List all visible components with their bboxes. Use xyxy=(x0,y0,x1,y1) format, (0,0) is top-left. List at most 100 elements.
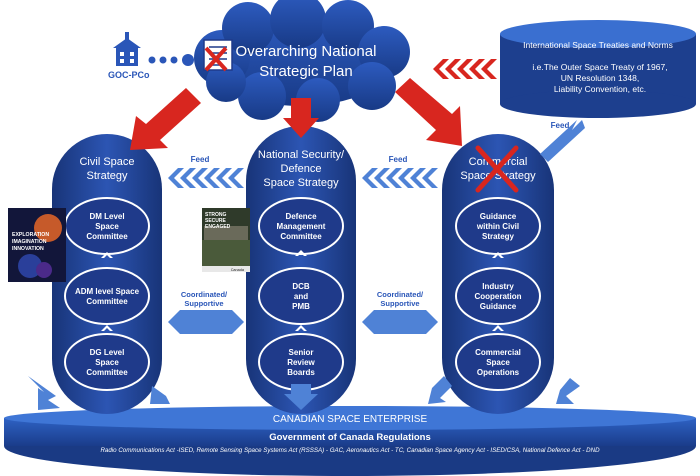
committee-label: Boards xyxy=(287,368,315,377)
committee-label: Management xyxy=(277,222,326,231)
chevron-up-icon xyxy=(295,250,307,256)
committee-label: Space xyxy=(95,358,119,367)
commercial-title-line1: Commercial xyxy=(469,156,528,168)
chevron-up-icon xyxy=(101,325,113,331)
oval-shape xyxy=(64,333,150,391)
feed-diagonal-arrow-icon xyxy=(540,120,585,162)
goc-label: GOC-PCo xyxy=(108,70,150,80)
defence-book-line1: STRONG xyxy=(205,212,227,218)
arrow-down-icon xyxy=(283,98,319,138)
committee-label: Strategy xyxy=(482,232,515,241)
feed-chevrons-right xyxy=(362,168,438,188)
oval-shape xyxy=(455,267,541,325)
oval-shape xyxy=(258,197,344,255)
arrow-down-left-icon xyxy=(556,378,580,404)
arrow-down-left-icon xyxy=(130,88,201,150)
strategic-plan-cloud: Overarching National Strategic Plan xyxy=(194,0,410,122)
defence-book-line3: ENGAGED xyxy=(205,224,231,230)
cloud-title-line2: Strategic Plan xyxy=(259,63,352,80)
red-arrows xyxy=(130,78,462,150)
civil-title-line1: Civil Space xyxy=(79,156,134,168)
cloud-title-line1: Overarching National xyxy=(236,43,377,60)
civil-title-line2: Strategy xyxy=(87,170,128,182)
treaties-line1: i.e.The Outer Space Treaty of 1967, xyxy=(532,62,667,72)
treaties-title: International Space Treaties and Norms xyxy=(523,40,673,50)
coordinated-left-line2: Supportive xyxy=(184,299,223,308)
committee-label: Space xyxy=(95,222,119,231)
regulations-text: Radio Communications Act -ISED, Remote S… xyxy=(100,447,600,454)
coordinated-right-line1: Coordinated/ xyxy=(377,290,424,299)
arrow-down-right-icon xyxy=(28,376,60,410)
civil-strategy-book-image: EXPLORATION IMAGINATION INNOVATION xyxy=(8,208,66,282)
bottom-arrows xyxy=(28,376,580,410)
committee-label: Cooperation xyxy=(474,292,521,301)
defence-book-line2: SECURE xyxy=(205,218,227,224)
commercial-title-line2: Space Strategy xyxy=(460,170,536,182)
connector-dots xyxy=(148,54,194,66)
committee-label: Guidance xyxy=(480,212,517,221)
committee-label: Committee xyxy=(86,368,128,377)
defence-strategy-book-image: STRONG SECURE ENGAGED Canada xyxy=(202,208,250,272)
committee-label: Defence xyxy=(285,212,317,221)
feed-label-right: Feed xyxy=(551,121,570,130)
defence-book-footer: Canada xyxy=(231,268,245,272)
treaties-line2: UN Resolution 1348, xyxy=(561,73,639,83)
committee-label: Review xyxy=(287,358,315,367)
feed-label-left: Feed xyxy=(191,155,210,164)
arrow-down-left-icon xyxy=(428,376,452,404)
committee-label: Commercial xyxy=(475,348,521,357)
chevron-up-icon xyxy=(101,252,113,258)
goc-pco-building-icon xyxy=(113,32,141,66)
committee-label: ADM level Space xyxy=(75,287,140,296)
committee-label: Committee xyxy=(86,232,128,241)
committee-label: DM Level xyxy=(89,212,124,221)
treaties-cylinder: International Space Treaties and Norms i… xyxy=(500,20,696,118)
committee-label: Space xyxy=(486,358,510,367)
arrow-down-right-icon xyxy=(395,78,462,146)
feed-chevrons-left xyxy=(168,168,244,188)
treaties-line3: Liability Convention, etc. xyxy=(554,84,646,94)
enterprise-label: CANADIAN SPACE ENTERPRISE xyxy=(273,414,428,425)
chevron-up-icon xyxy=(492,325,504,331)
feed-label-middle: Feed xyxy=(389,155,408,164)
oval-shape xyxy=(258,267,344,325)
document-cross-icon xyxy=(203,39,233,72)
coordinated-arrow-left xyxy=(168,310,244,334)
committee-label: Committee xyxy=(280,232,322,241)
civil-book-line2: IMAGINATION xyxy=(12,239,47,245)
committee-label: DCB xyxy=(292,282,310,291)
defence-title-line3: Space Strategy xyxy=(263,177,339,189)
committee-label: Committee xyxy=(86,297,128,306)
enterprise-platform: CANADIAN SPACE ENTERPRISE Government of … xyxy=(4,406,696,476)
committee-label: Industry xyxy=(482,282,514,291)
oval-shape xyxy=(455,333,541,391)
arrow-down-icon xyxy=(150,386,170,404)
chevron-up-icon xyxy=(492,252,504,258)
coordinated-right-line2: Supportive xyxy=(380,299,419,308)
committee-label: DG Level xyxy=(90,348,125,357)
red-x-icon xyxy=(475,145,519,193)
committee-label: and xyxy=(294,292,308,301)
oval-shape xyxy=(64,267,150,325)
chevron-up-icon xyxy=(295,325,307,331)
up-chevrons xyxy=(101,250,504,331)
committee-label: Senior xyxy=(289,348,314,357)
defence-title-line2: Defence xyxy=(281,163,322,175)
arrow-down-icon xyxy=(284,384,318,410)
committee-label: Operations xyxy=(477,368,520,377)
civil-book-line3: INNOVATION xyxy=(12,246,44,252)
treaty-chevrons-icon xyxy=(433,59,497,79)
committee-label: Guidance xyxy=(480,302,517,311)
